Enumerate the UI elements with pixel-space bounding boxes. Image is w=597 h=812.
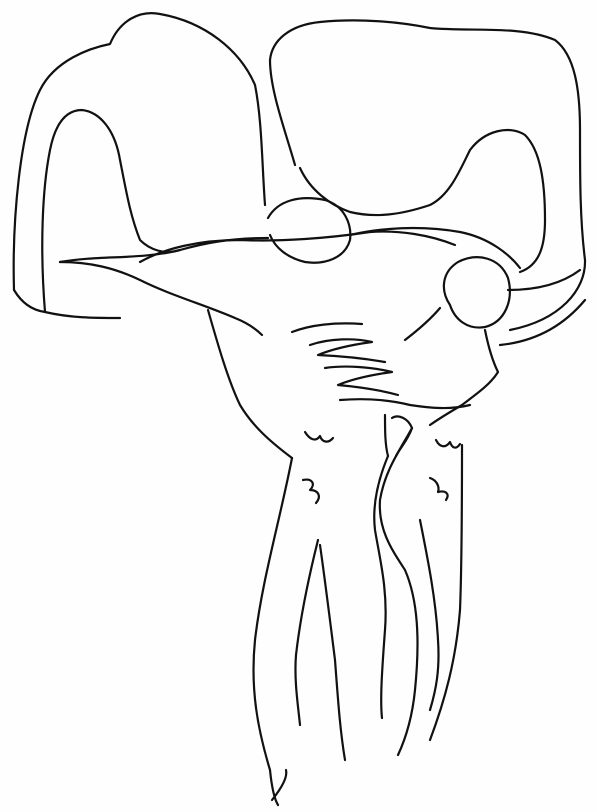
ink-strokes	[14, 13, 585, 805]
outer-right-band	[500, 270, 585, 345]
finger-line-4	[340, 399, 470, 408]
left-edge-band	[14, 290, 120, 318]
left-mid-squiggle	[303, 480, 319, 503]
finger-line-3	[325, 367, 398, 395]
center-top-lobe	[268, 198, 350, 263]
left-shoulder-band	[60, 262, 262, 335]
right-inner-fold	[300, 130, 545, 272]
upper-band	[60, 228, 520, 268]
finger-line-2	[310, 339, 385, 362]
left-upper-lobe	[14, 13, 265, 290]
left-stem-inner	[295, 540, 318, 725]
central-mass-top	[140, 232, 455, 262]
left-stem-inner-2	[320, 545, 345, 760]
central-squiggle-right	[436, 440, 460, 448]
right-round-lobe	[444, 257, 510, 327]
finger-line-1	[292, 323, 362, 332]
left-inner-fold	[42, 110, 180, 312]
central-squiggle-left	[305, 432, 333, 442]
left-stem-outer	[253, 458, 292, 805]
right-upper-lobe	[270, 20, 585, 330]
right-mid-squiggle	[430, 478, 448, 500]
right-stem-inner	[420, 520, 439, 710]
central-mass-left	[208, 310, 292, 458]
bottom-hook	[272, 770, 286, 800]
